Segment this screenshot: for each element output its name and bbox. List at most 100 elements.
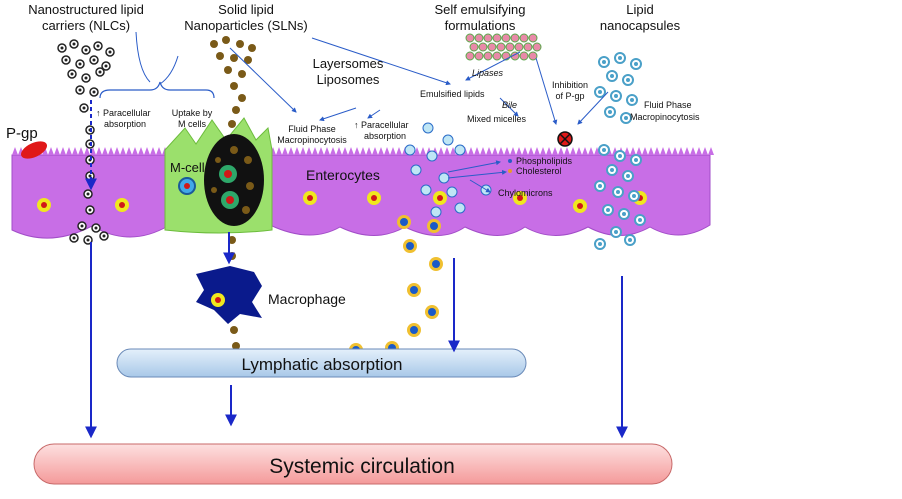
chylomicron-core bbox=[432, 260, 440, 268]
paracellular-label-1b: absorption bbox=[104, 119, 146, 129]
nucleus-core bbox=[41, 202, 47, 208]
microvillus bbox=[108, 147, 114, 155]
microvillus bbox=[300, 147, 306, 155]
enterocyte-layer bbox=[11, 147, 714, 239]
sln-particle bbox=[244, 56, 252, 64]
nanocapsule-core bbox=[610, 168, 614, 172]
enterocyte-nuclei bbox=[37, 191, 647, 213]
fluid-phase-label-2b: Macropinocytosis bbox=[630, 112, 700, 122]
nlc-core bbox=[92, 90, 96, 94]
sln-particle bbox=[248, 44, 256, 52]
nanocapsule-core bbox=[618, 154, 622, 158]
microvillus bbox=[12, 147, 18, 155]
microvillus bbox=[588, 147, 594, 155]
micelle bbox=[454, 202, 466, 214]
microvillus bbox=[540, 147, 546, 155]
systemic-circulation-bar bbox=[33, 443, 673, 485]
nanocapsule-core bbox=[598, 90, 602, 94]
chylomicron-core bbox=[428, 308, 436, 316]
micelle bbox=[420, 184, 432, 196]
nlc-core bbox=[86, 238, 90, 242]
m-cell-label: M-cell bbox=[170, 160, 205, 175]
nlc-core bbox=[64, 58, 68, 62]
inhibition-label-a: Inhibition bbox=[552, 80, 588, 90]
sef-droplet bbox=[483, 51, 493, 61]
sef-title-line2: formulations bbox=[445, 18, 516, 33]
bile-label: Bile bbox=[502, 100, 517, 110]
sef-droplet bbox=[519, 33, 529, 43]
microvillus bbox=[114, 147, 120, 155]
nanocapsule-core bbox=[608, 110, 612, 114]
nlc-core bbox=[108, 50, 112, 54]
micelle bbox=[426, 150, 438, 162]
sef-droplet bbox=[469, 42, 479, 52]
nlc-core bbox=[60, 46, 64, 50]
sef-droplet bbox=[519, 51, 529, 61]
paracellular-label-2a: ↑ Paracellular bbox=[354, 120, 409, 130]
microvillus bbox=[696, 147, 702, 155]
micelle bbox=[430, 206, 442, 218]
microvillus bbox=[636, 147, 642, 155]
sef-droplet bbox=[487, 42, 497, 52]
microvillus bbox=[648, 147, 654, 155]
microvillus bbox=[390, 147, 396, 155]
microvillus bbox=[150, 147, 156, 155]
nanocapsule-core bbox=[626, 174, 630, 178]
sef-droplet bbox=[528, 33, 538, 43]
microvillus bbox=[708, 147, 714, 155]
nanocapsule-core bbox=[634, 62, 638, 66]
flow-arrows bbox=[85, 100, 628, 439]
nlc-core bbox=[70, 72, 74, 76]
sef-droplet bbox=[523, 42, 533, 52]
microvillus bbox=[534, 147, 540, 155]
nucleus-core bbox=[437, 195, 443, 201]
macrophage-label: Macrophage bbox=[268, 291, 346, 307]
fluid-phase-label-1a: Fluid Phase bbox=[288, 124, 336, 134]
sef-droplet bbox=[501, 33, 511, 43]
sln-particle bbox=[238, 70, 246, 78]
microvillus bbox=[474, 147, 480, 155]
nucleus-core bbox=[517, 195, 523, 201]
inhibition-label-b: of P-gp bbox=[555, 91, 584, 101]
nanocapsule-core bbox=[628, 238, 632, 242]
micelle bbox=[442, 134, 454, 146]
nlc-core bbox=[84, 76, 88, 80]
microvillus bbox=[48, 147, 54, 155]
microvillus bbox=[156, 147, 162, 155]
microvillus bbox=[342, 147, 348, 155]
microvillus bbox=[138, 147, 144, 155]
microvillus bbox=[438, 147, 444, 155]
microvillus bbox=[414, 147, 420, 155]
micelle bbox=[446, 186, 458, 198]
nucleus-core bbox=[577, 203, 583, 209]
chylomicrons-label: Chylomicrons bbox=[498, 188, 553, 198]
fluid-phase-label-1b: Macropinocytosis bbox=[277, 135, 347, 145]
sln-particle bbox=[224, 66, 232, 74]
microvillus bbox=[672, 147, 678, 155]
sef-droplet bbox=[478, 42, 488, 52]
microvillus bbox=[678, 147, 684, 155]
micelle bbox=[410, 164, 422, 176]
microvillus bbox=[324, 147, 330, 155]
micelle bbox=[404, 144, 416, 156]
microvillus bbox=[558, 147, 564, 155]
chylomicron-core bbox=[400, 218, 408, 226]
nanocapsule-core bbox=[606, 208, 610, 212]
sef-droplet bbox=[510, 33, 520, 43]
lipases-label: Lipases bbox=[472, 68, 504, 78]
nlc-core bbox=[102, 234, 106, 238]
microvillus bbox=[504, 147, 510, 155]
microvillus bbox=[360, 147, 366, 155]
microvillus bbox=[72, 147, 78, 155]
sef-droplet bbox=[532, 42, 542, 52]
microvillus bbox=[60, 147, 66, 155]
nlc-title-line1: Nanostructured lipid bbox=[28, 2, 144, 17]
sef-droplet bbox=[492, 33, 502, 43]
microvillus bbox=[624, 147, 630, 155]
sln-title-line1: Solid lipid bbox=[218, 2, 274, 17]
sln-particle bbox=[232, 342, 240, 350]
nanocapsule-core bbox=[618, 56, 622, 60]
microvillus bbox=[516, 147, 522, 155]
